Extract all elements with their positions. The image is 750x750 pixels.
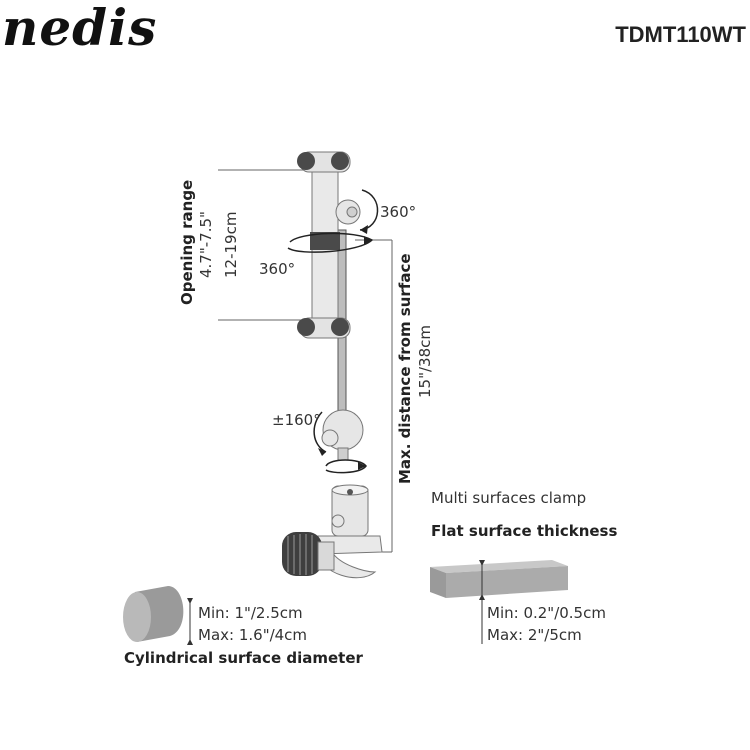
holder-band [310,232,340,250]
tilt-arrow [313,411,327,453]
flat-min-label: Min: 0.2"/0.5cm [487,604,606,622]
rotation-top-arrow [359,189,379,231]
model-number: TDMT110WT [615,22,746,47]
opening-range-cm: 12-19cm [222,211,240,278]
flat-max-label: Max: 2"/5cm [487,626,582,644]
opening-range-title: Opening range [178,179,196,305]
multi-surface-clamp [282,484,383,579]
opening-range-dimension [218,169,310,321]
bottom-jaw [297,317,351,339]
opening-range-inch: 4.7"-7.5" [197,211,215,278]
multi-surfaces-label: Multi surfaces clamp [431,489,587,507]
brand-logo: nedis [2,0,158,57]
flat-surface-block [430,560,568,644]
cyl-max-label: Max: 1.6"/4cm [198,626,308,644]
flat-surface-title: Flat surface thickness [431,522,618,540]
cyl-min-label: Min: 1"/2.5cm [198,604,303,622]
cylinder-shape [123,586,193,645]
max-distance-title: Max. distance from surface [396,253,414,484]
max-distance-value: 15"/38cm [416,325,434,398]
cyl-surface-title: Cylindrical surface diameter [124,649,363,667]
rotation-mid-label: 360° [259,260,296,278]
rotation-top-label: 360° [380,203,417,221]
top-jaw [297,151,351,173]
tilt-label: ±160° [272,411,321,429]
